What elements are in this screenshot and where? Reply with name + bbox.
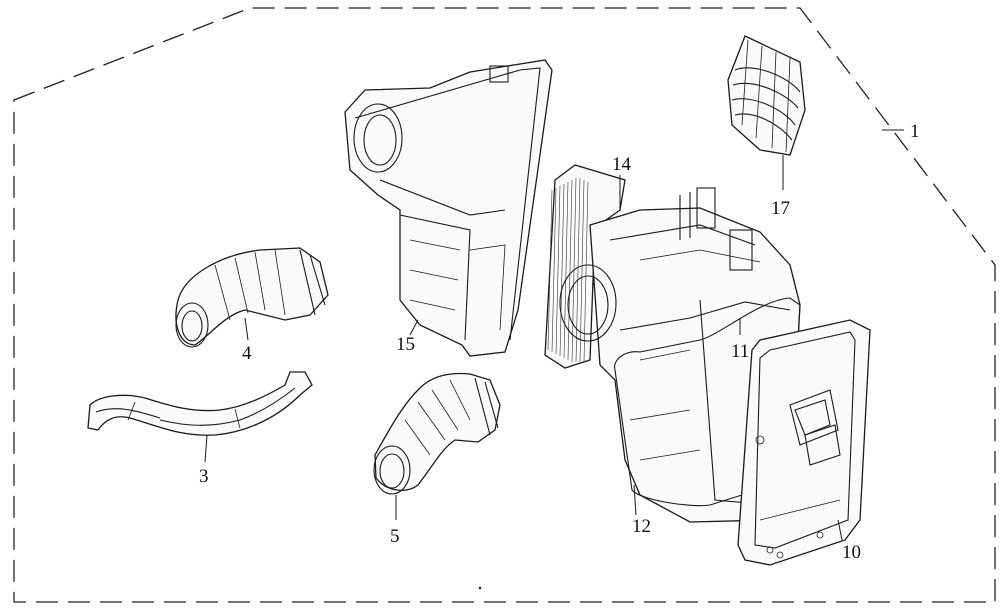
part-17-intake-snorkel [727,35,806,156]
callout-15: 15 [396,334,415,355]
part-5-connecting-hose [373,372,501,495]
part-3-breather-hose [87,371,313,436]
callout-5: 5 [390,526,400,547]
part-10-cover-plate [737,319,871,566]
callout-14: 14 [612,154,632,175]
callout-1: 1 [910,121,920,142]
callout-11: 11 [731,341,749,362]
callout-10: 10 [842,542,861,563]
assembly-boundary [13,7,996,603]
callout-4: 4 [242,343,252,364]
part-15-airbox-cover [344,59,553,357]
callout-3: 3 [199,466,209,487]
callout-12: 12 [632,516,651,537]
callout-17: 17 [771,198,790,219]
part-4-connecting-hose [175,247,329,348]
part-12-gasket [614,297,801,507]
